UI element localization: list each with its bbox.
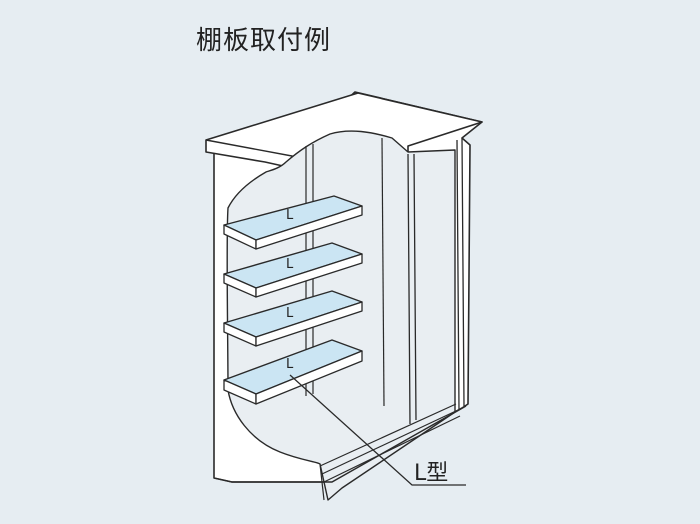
shelf-3 <box>223 290 363 347</box>
right-inner-panel <box>381 137 385 407</box>
callout-label: L型 <box>414 461 448 486</box>
base-rail <box>319 403 461 501</box>
shelf-1-mark: L <box>286 208 294 223</box>
right-side-frame <box>407 137 465 425</box>
shelf-4 <box>223 339 363 405</box>
shelf-4-mark: L <box>286 357 294 372</box>
shelf-2 <box>223 242 363 298</box>
shelf-1 <box>223 195 363 250</box>
base-outline <box>213 405 467 483</box>
page-title: 棚板取付例 <box>196 26 332 56</box>
callout-leader-line <box>289 374 466 486</box>
shelf-3-mark: L <box>286 306 294 321</box>
shelf-2-mark: L <box>286 257 294 272</box>
